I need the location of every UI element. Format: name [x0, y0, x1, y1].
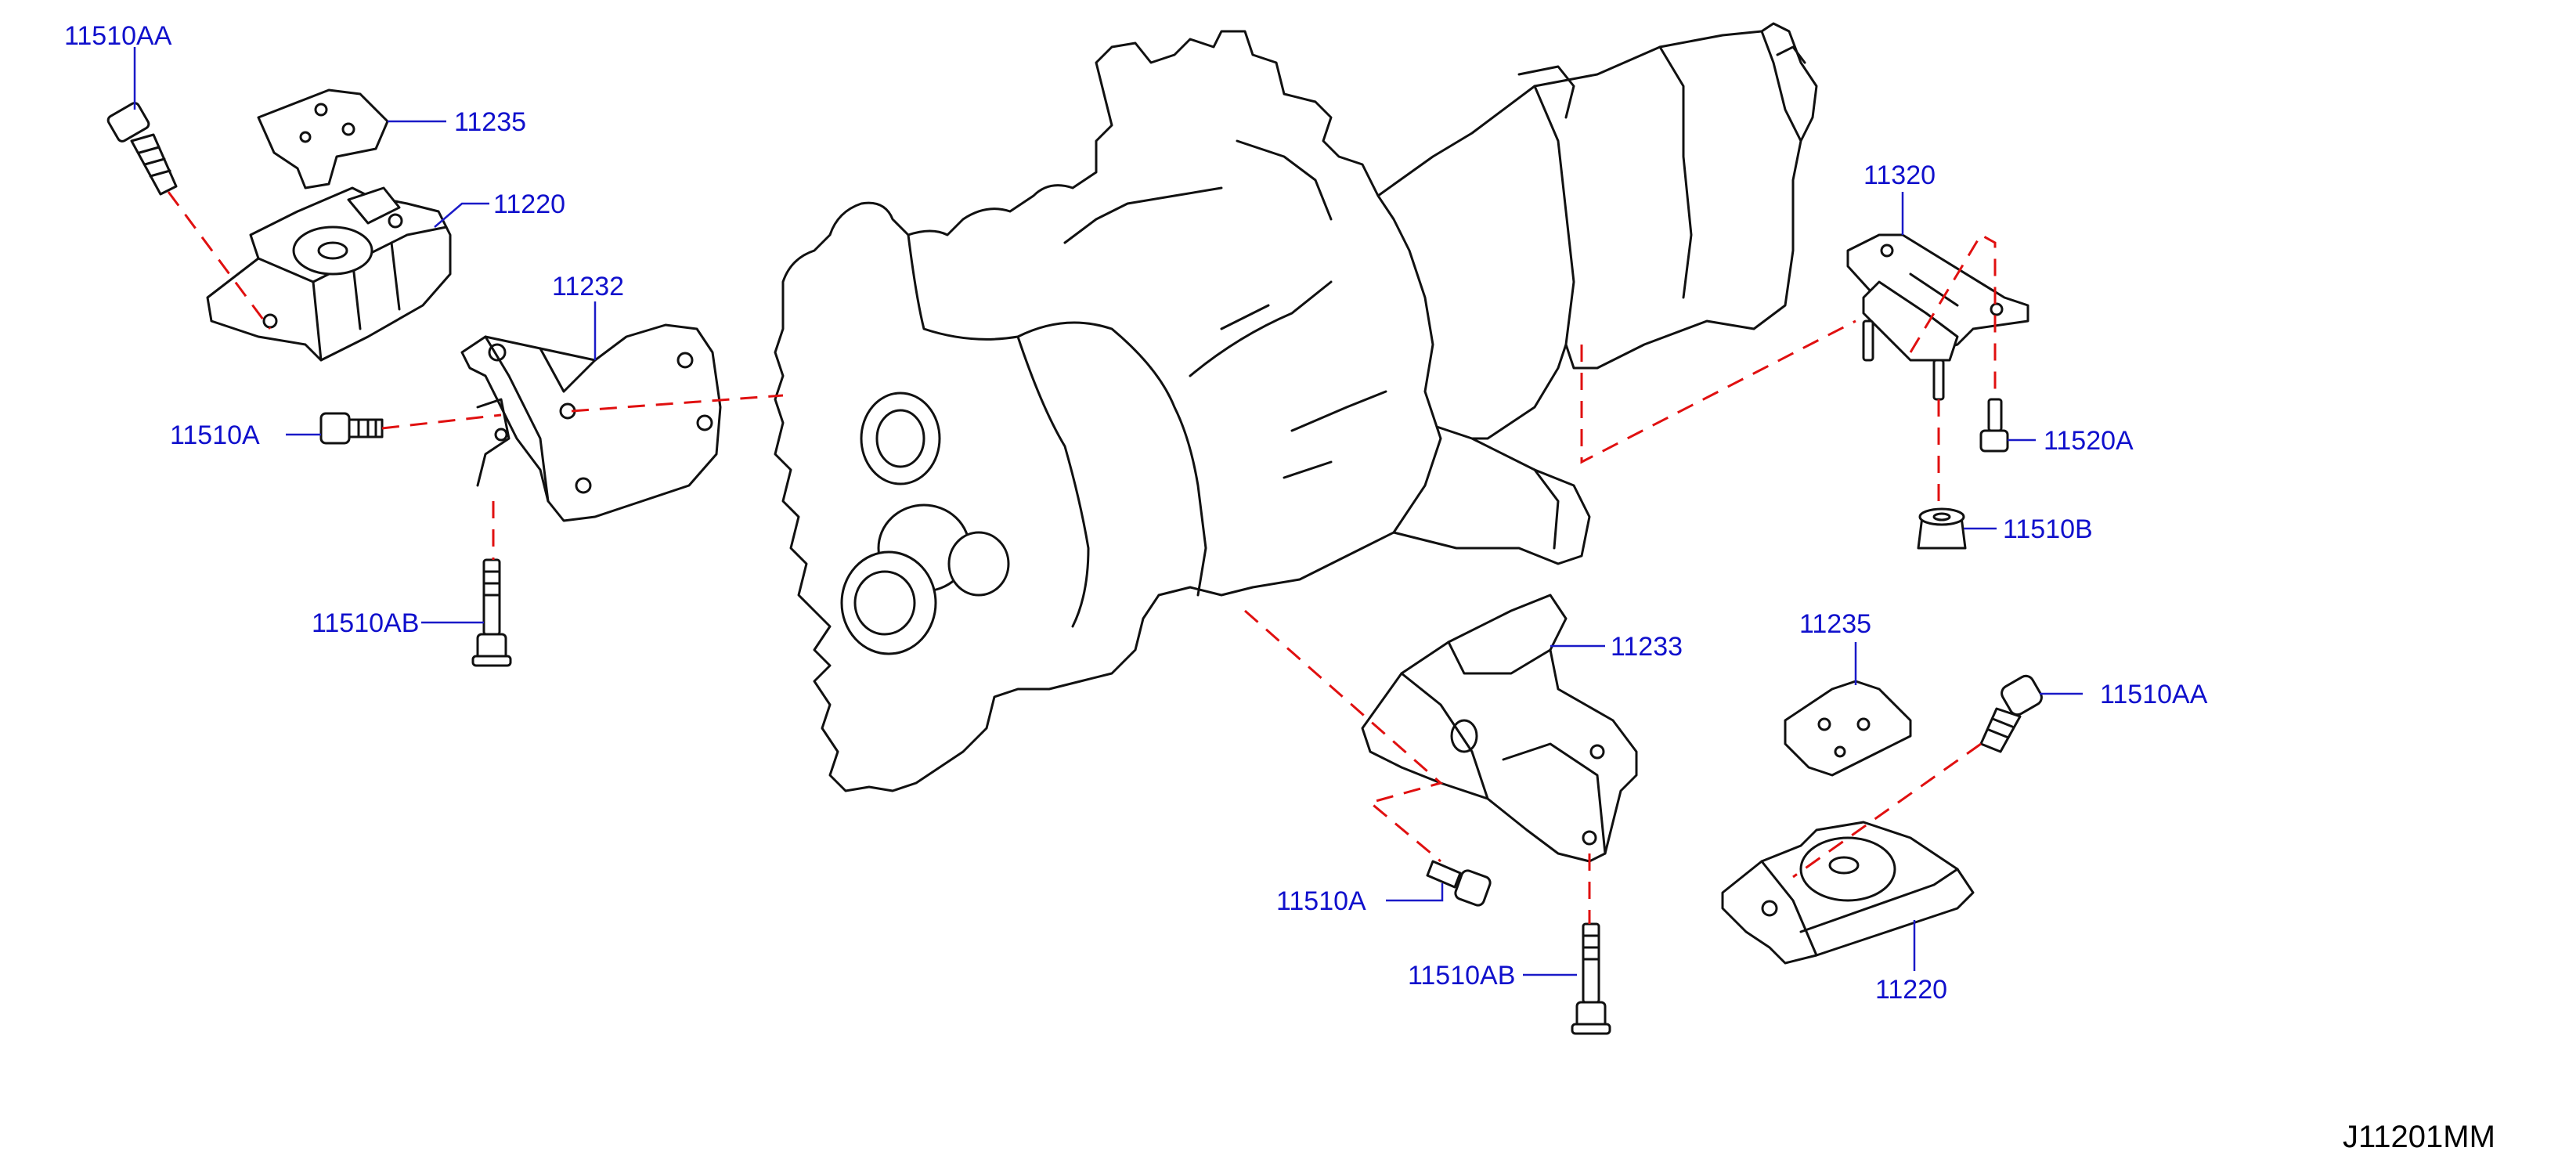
mount-11320-icon	[1846, 233, 2029, 401]
engine-assembly	[774, 22, 1818, 792]
bolt-11510a-left-icon	[319, 412, 384, 445]
bracket-11233-icon	[1361, 594, 1638, 863]
label-11320: 11320	[1863, 161, 1936, 190]
leader-lines	[133, 47, 2083, 976]
label-11220-right: 11220	[1875, 975, 1947, 1005]
label-11510ab-right: 11510AB	[1408, 961, 1515, 991]
insulator-11235-left-icon	[257, 88, 389, 189]
label-11235-right: 11235	[1799, 609, 1871, 639]
label-11510a-left: 11510A	[170, 420, 260, 450]
bracket-11232-icon	[460, 323, 722, 522]
label-11510aa-left: 11510AA	[64, 21, 172, 51]
diagram-code: J11201MM	[2343, 1120, 2495, 1154]
bolt-11510aa-left-icon	[106, 102, 178, 196]
label-11520a: 11520A	[2044, 426, 2134, 456]
nut-11510b-icon	[1917, 507, 1967, 550]
label-11232: 11232	[552, 272, 624, 301]
label-11510aa-right: 11510AA	[2100, 680, 2208, 709]
bolt-11510aa-right-icon	[1979, 674, 2043, 753]
bolt-11510a-right-icon	[1426, 860, 1492, 907]
bolt-11510ab-left-icon	[471, 558, 512, 667]
bolt-11510ab-right-icon	[1571, 922, 1611, 1035]
label-11233: 11233	[1611, 632, 1683, 662]
label-11510a-right: 11510A	[1276, 886, 1366, 916]
label-11220-left: 11220	[493, 189, 565, 219]
assembly-dash-lines	[167, 191, 1997, 924]
mount-11220-right-icon	[1721, 821, 1975, 965]
part-labels: 11510AA 11235 11220 11232 11510A 11510AB…	[64, 21, 2208, 1005]
bolt-11520a-icon	[1979, 398, 2009, 453]
label-11235-left: 11235	[454, 107, 526, 137]
label-11510b: 11510B	[2003, 514, 2093, 544]
label-11510ab-left: 11510AB	[312, 608, 419, 638]
mount-11220-left-icon	[206, 186, 452, 362]
insulator-11235-right-icon	[1784, 680, 1912, 777]
